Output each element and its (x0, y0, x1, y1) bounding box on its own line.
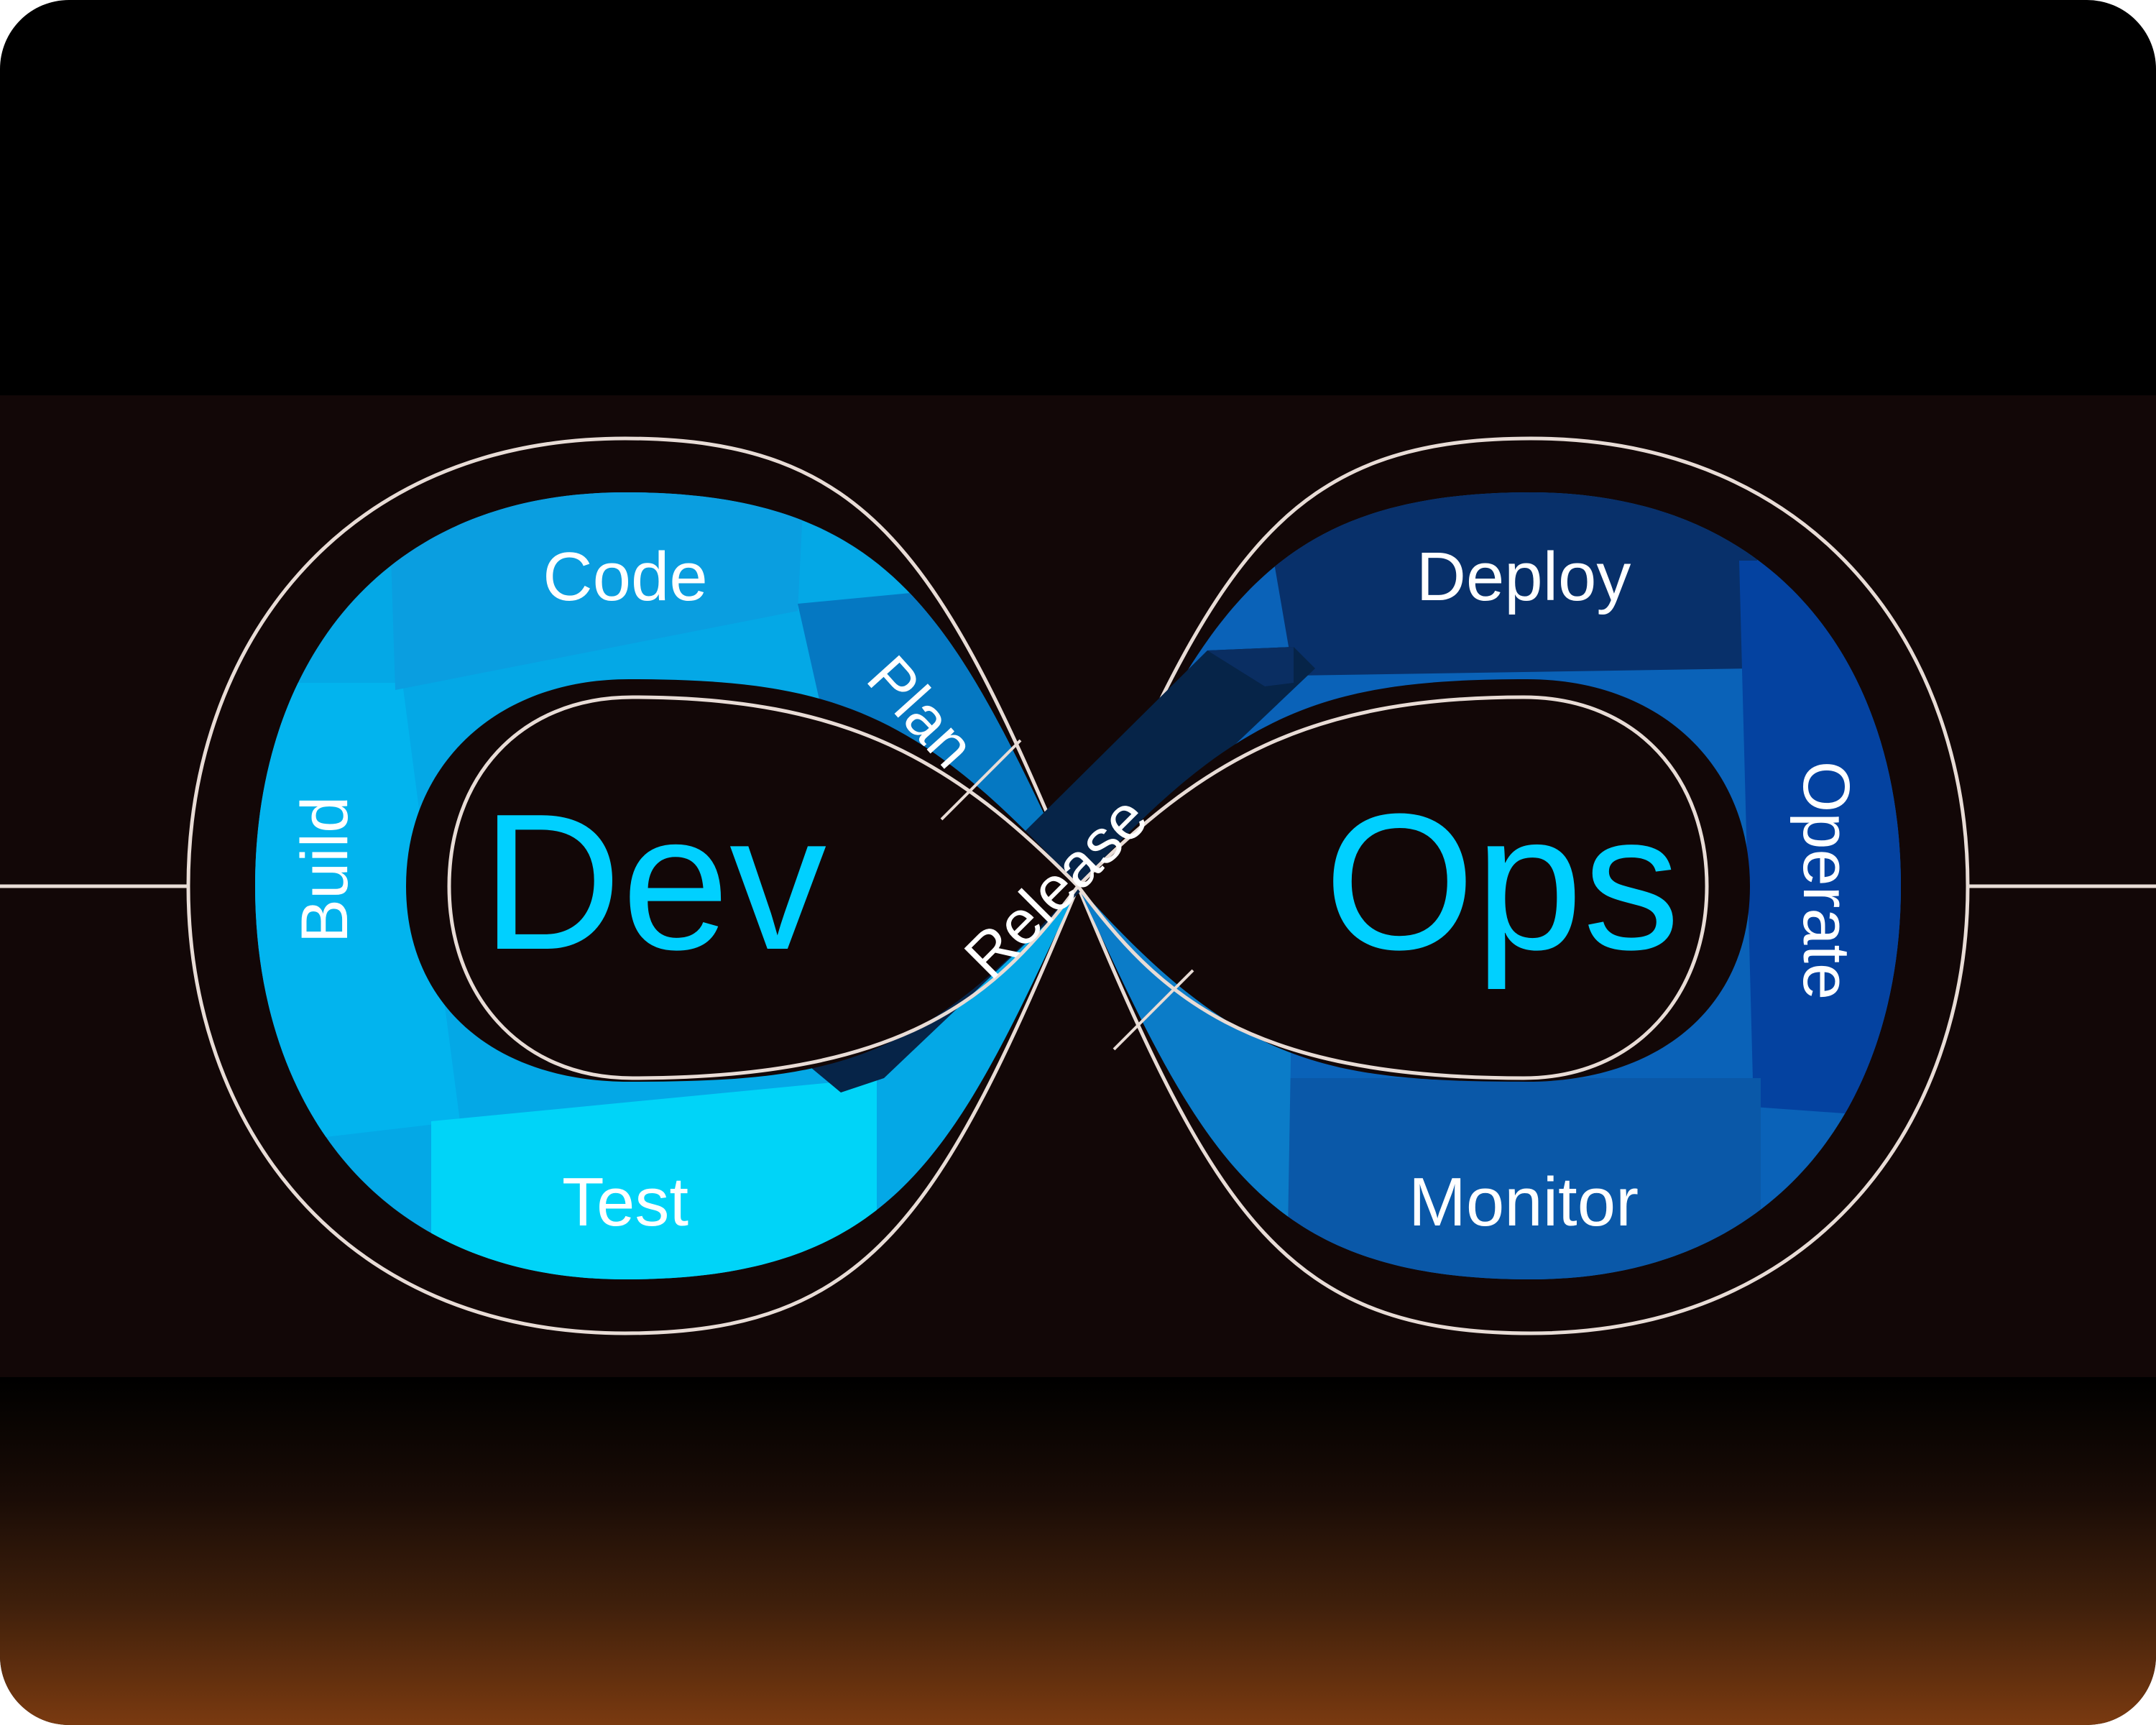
monitor-segment (1279, 1078, 1761, 1279)
code-segment (388, 492, 805, 690)
stage-label-code: Code (543, 538, 708, 615)
crossing-line-a (940, 739, 1022, 821)
dev-label: Dev (482, 774, 826, 990)
build-segment (255, 683, 460, 1150)
stage-label-monitor: Monitor (1409, 1164, 1639, 1241)
stage-label-operate: Operate (1789, 761, 1863, 1000)
stage-label-build: Build (288, 796, 361, 944)
bottom-glow (0, 1377, 2156, 1725)
stage-label-deploy: Deploy (1416, 538, 1631, 615)
crossing-line-b (1112, 969, 1194, 1051)
release-top-right (1207, 647, 1294, 686)
test-segment (431, 1078, 877, 1279)
deploy-segment (1258, 492, 1761, 676)
ops-inner-border (1078, 679, 1750, 1082)
operate-segment (1739, 561, 1901, 1121)
dev-inner-border (406, 679, 1078, 1082)
inner-outline (447, 695, 1709, 1080)
stage-label-test: Test (562, 1164, 688, 1241)
ops-label: Ops (1324, 774, 1680, 991)
